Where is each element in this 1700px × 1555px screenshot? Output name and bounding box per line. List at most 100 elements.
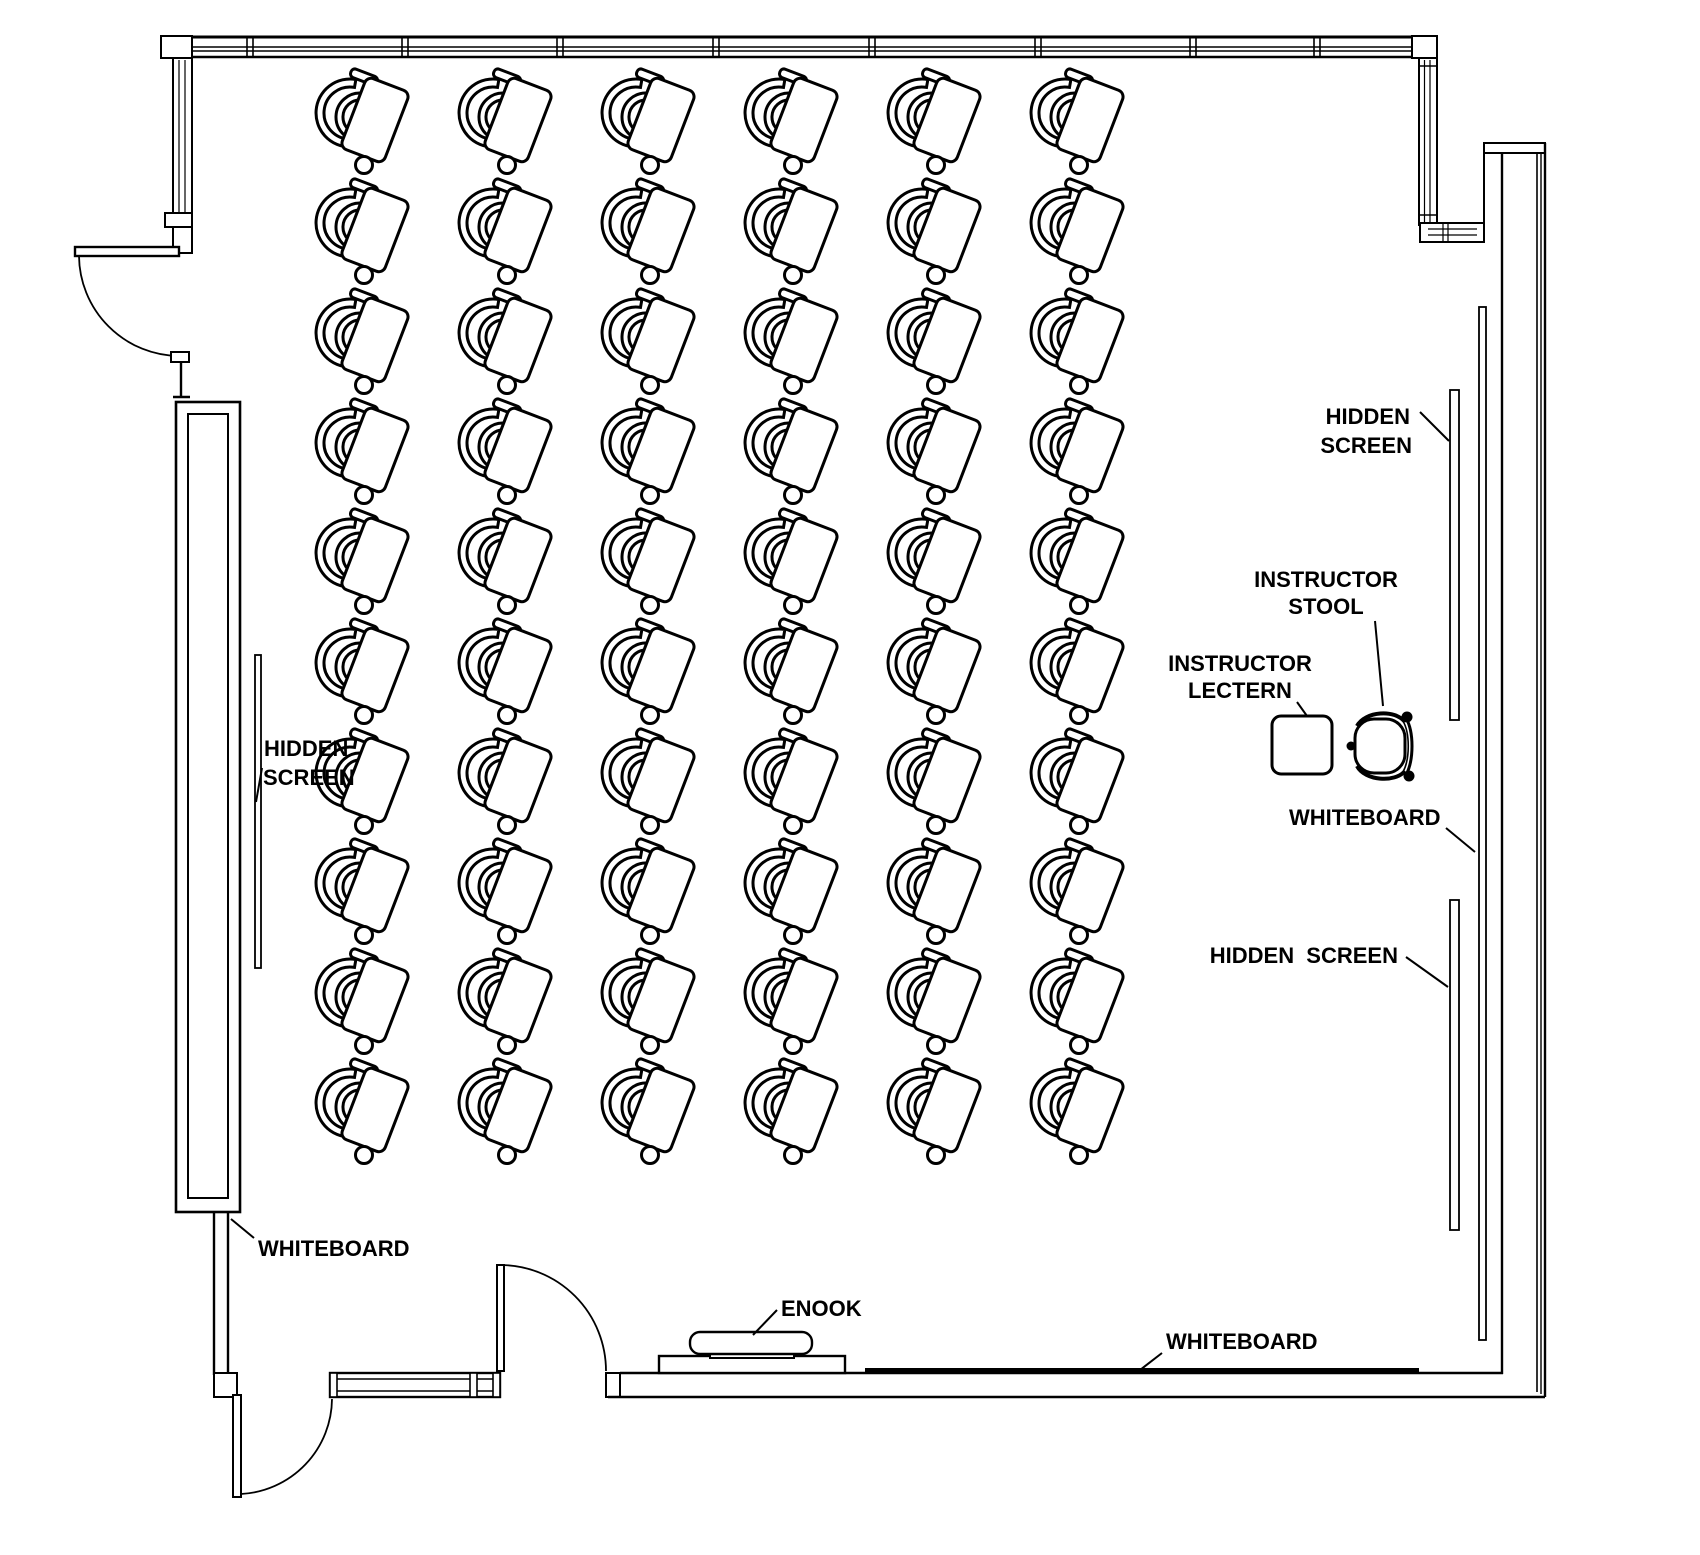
student-tablet-armchair	[600, 616, 698, 725]
student-tablet-armchair	[457, 836, 555, 945]
interior-door-bottom	[496, 1264, 621, 1398]
bottom-whiteboard	[865, 1368, 1419, 1374]
student-tablet-armchair	[314, 66, 412, 175]
right-whiteboard	[1478, 306, 1487, 1341]
student-tablet-armchair	[314, 836, 412, 945]
student-tablet-armchair	[743, 836, 841, 945]
student-tablet-armchair	[457, 616, 555, 725]
leader-line	[1445, 827, 1476, 853]
leader-line	[255, 767, 263, 803]
label-text: INSTRUCTOR	[1254, 567, 1398, 592]
student-tablet-armchair	[314, 396, 412, 505]
enook-table	[657, 1330, 847, 1375]
label-hidden-screen-right-top: HIDDEN SCREEN	[1320, 404, 1450, 458]
student-tablet-armchair	[314, 1056, 412, 1165]
student-tablet-armchair	[886, 946, 984, 1055]
label-text: WHITEBOARD	[1166, 1329, 1318, 1354]
student-tablet-armchair	[743, 726, 841, 835]
student-tablet-armchair	[457, 176, 555, 285]
student-tablet-armchair	[314, 176, 412, 285]
label-text: HIDDEN	[264, 736, 348, 761]
student-tablet-armchair	[886, 176, 984, 285]
right-wall	[1483, 142, 1547, 1397]
student-tablet-armchair	[1029, 726, 1127, 835]
student-tablet-armchair	[314, 616, 412, 725]
bottom-wall	[608, 1371, 1545, 1399]
student-tablet-armchair	[1029, 176, 1127, 285]
hidden-screen-right-bottom	[1449, 899, 1460, 1231]
label-whiteboard-right: WHITEBOARD	[1289, 805, 1476, 853]
desks-layer	[314, 66, 1127, 1165]
leader-line	[1139, 1352, 1163, 1371]
student-tablet-armchair	[600, 506, 698, 615]
label-instructor-stool: INSTRUCTOR STOOL	[1254, 567, 1398, 707]
stool-caster	[1346, 741, 1356, 751]
student-tablet-armchair	[457, 66, 555, 175]
student-tablet-armchair	[743, 946, 841, 1055]
stool-caster	[1401, 711, 1413, 723]
exit-door-bottom-left	[232, 1394, 333, 1498]
leader-line	[1419, 411, 1450, 442]
student-tablet-armchair	[886, 1056, 984, 1165]
student-tablet-armchair	[457, 726, 555, 835]
student-tablet-armchair	[743, 506, 841, 615]
top-right-window-return	[1418, 57, 1485, 243]
stool-caster	[1403, 770, 1415, 782]
label-text: WHITEBOARD	[1289, 805, 1441, 830]
student-tablet-armchair	[743, 1056, 841, 1165]
bottom-window-wall	[328, 1371, 502, 1399]
student-tablet-armchair	[743, 176, 841, 285]
label-text: SCREEN	[263, 765, 355, 790]
window-mullions	[246, 38, 1321, 57]
student-tablet-armchair	[886, 396, 984, 505]
left-whiteboard	[187, 413, 229, 1199]
entry-door-top-left	[73, 245, 190, 399]
student-tablet-armchair	[743, 396, 841, 505]
student-tablet-armchair	[1029, 286, 1127, 395]
student-tablet-armchair	[600, 946, 698, 1055]
student-tablet-armchair	[314, 286, 412, 395]
student-tablet-armchair	[457, 396, 555, 505]
student-tablet-armchair	[600, 1056, 698, 1165]
wall-equipment	[254, 306, 1487, 1374]
student-tablet-armchair	[886, 286, 984, 395]
door-swing-arc	[78, 255, 180, 357]
enook-device	[688, 1330, 814, 1356]
label-hidden-screen-right-bottom: HIDDEN SCREEN	[1210, 943, 1449, 988]
leader-line	[230, 1218, 255, 1239]
student-tablet-armchair	[1029, 506, 1127, 615]
door-swing-arc	[240, 1398, 333, 1495]
label-whiteboard-bottom: WHITEBOARD	[1139, 1329, 1318, 1371]
walls	[73, 35, 1547, 1498]
label-text: WHITEBOARD	[258, 1236, 410, 1261]
leader-line	[1296, 701, 1308, 717]
label-hidden-screen-left: HIDDEN SCREEN	[255, 736, 355, 803]
label-text: STOOL	[1288, 594, 1363, 619]
student-tablet-armchair	[457, 946, 555, 1055]
student-tablet-armchair	[314, 506, 412, 615]
student-tablet-armchair	[743, 616, 841, 725]
instructor-lectern	[1270, 714, 1334, 776]
door-swing-arc	[499, 1264, 607, 1372]
student-tablet-armchair	[600, 396, 698, 505]
student-tablet-armchair	[886, 616, 984, 725]
student-tablet-armchair	[886, 836, 984, 945]
left-wall	[174, 400, 242, 1398]
label-text: HIDDEN SCREEN	[1210, 943, 1398, 968]
student-tablet-armchair	[886, 506, 984, 615]
student-tablet-armchair	[457, 506, 555, 615]
label-enook: ENOOK	[752, 1296, 862, 1336]
leader-line	[1405, 956, 1449, 988]
student-tablet-armchair	[314, 946, 412, 1055]
top-window-wall	[160, 35, 1438, 59]
student-tablet-armchair	[743, 286, 841, 395]
student-tablet-armchair	[1029, 946, 1127, 1055]
student-tablet-armchair	[600, 726, 698, 835]
student-tablet-armchair	[600, 176, 698, 285]
annotations: HIDDEN SCREEN WHITEBOARD HIDDEN SCREEN I…	[230, 404, 1476, 1371]
instructor-stool	[1346, 711, 1415, 782]
label-text: ENOOK	[781, 1296, 862, 1321]
student-tablet-armchair	[600, 66, 698, 175]
